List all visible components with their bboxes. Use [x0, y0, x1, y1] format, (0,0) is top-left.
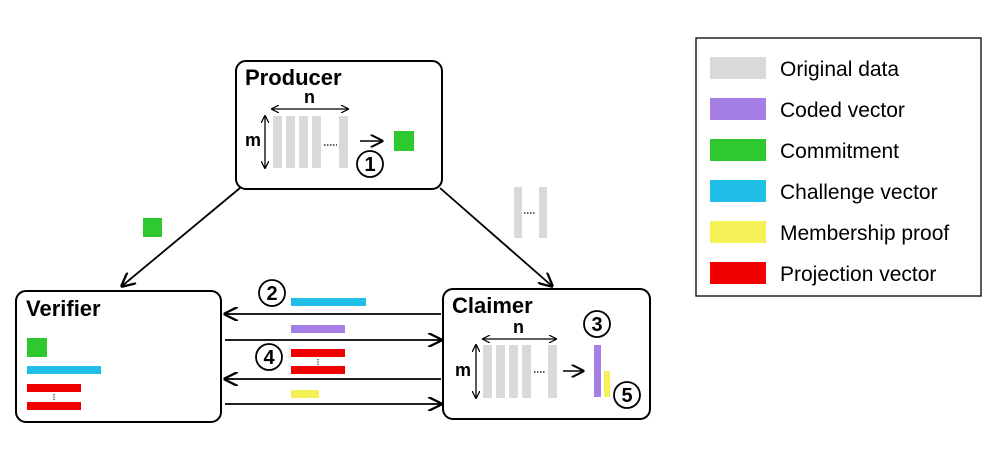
legend-label: Membership proof — [780, 222, 949, 245]
claimer-n-label: n — [513, 317, 524, 337]
claimer-coded-vector — [594, 345, 601, 397]
legend-item: Commitment — [710, 139, 899, 163]
data-column — [483, 345, 492, 398]
data-column — [496, 345, 505, 398]
data-column — [539, 187, 547, 238]
claimer-title: Claimer — [452, 293, 533, 318]
claimer-node: Claimer n m 3 5 — [442, 288, 651, 420]
step-5-badge — [613, 381, 641, 409]
verifier-node: Verifier — [15, 290, 222, 423]
data-column — [273, 116, 282, 168]
legend-label: Commitment — [780, 140, 899, 163]
verifier-commitment — [27, 338, 47, 357]
claimer-membership-proof — [604, 371, 610, 397]
message-projection-vector — [291, 349, 345, 357]
step-2-badge — [258, 279, 286, 307]
data-column — [339, 116, 348, 168]
message-membership-proof — [291, 390, 319, 398]
message-challenge-vector — [291, 298, 366, 306]
claimer-original-data — [483, 345, 557, 398]
legend-item: Coded vector — [710, 98, 905, 122]
producer-original-data — [273, 116, 348, 168]
producer-n-label: n — [304, 87, 315, 107]
producer-node: Producer n m 1 — [235, 60, 443, 190]
legend-label: Challenge vector — [780, 181, 938, 204]
producer-title: Producer — [245, 65, 342, 90]
legend-label: Coded vector — [780, 99, 905, 122]
step-5-number: 5 — [621, 385, 632, 407]
legend-swatch — [710, 98, 766, 120]
sent-commitment — [143, 218, 162, 237]
legend-swatch — [710, 262, 766, 284]
producer-to-claimer-arrow — [439, 187, 552, 286]
step-4-number: 4 — [263, 347, 275, 369]
legend-item: Membership proof — [710, 221, 949, 245]
producer-to-verifier-arrow — [122, 187, 241, 286]
data-column — [299, 116, 308, 168]
step-3-number: 3 — [591, 314, 602, 336]
data-column — [509, 345, 518, 398]
message-coded-vector — [291, 325, 345, 333]
producer-m-label: m — [245, 130, 261, 150]
verifier-projection-vector — [27, 402, 81, 410]
step-2-number: 2 — [266, 283, 277, 305]
legend-swatch — [710, 139, 766, 161]
legend-box — [695, 37, 982, 297]
data-column — [312, 116, 321, 168]
message-projection-vector — [291, 366, 345, 374]
data-column — [514, 187, 522, 238]
data-column — [286, 116, 295, 168]
verifier-challenge-vector — [27, 366, 101, 374]
verifier-title: Verifier — [26, 296, 101, 321]
legend-label: Original data — [780, 58, 899, 81]
legend-label: Projection vector — [780, 263, 936, 286]
legend-swatch — [710, 57, 766, 79]
legend-swatch — [710, 221, 766, 243]
protocol-messages: 2 4 — [225, 279, 441, 404]
legend-swatch — [710, 180, 766, 202]
step-1-badge — [356, 150, 384, 178]
data-column — [522, 345, 531, 398]
data-column — [548, 345, 557, 398]
legend-item: Challenge vector — [710, 180, 938, 204]
verifier-projection-vector — [27, 384, 81, 392]
step-1-number: 1 — [364, 154, 375, 176]
producer-commitment — [394, 131, 414, 151]
legend-item: Projection vector — [710, 262, 936, 286]
claimer-m-label: m — [455, 360, 471, 380]
step-4-badge — [255, 343, 283, 371]
legend-item: Original data — [710, 57, 899, 81]
sent-original-data — [514, 187, 547, 238]
step-3-badge — [583, 310, 611, 338]
